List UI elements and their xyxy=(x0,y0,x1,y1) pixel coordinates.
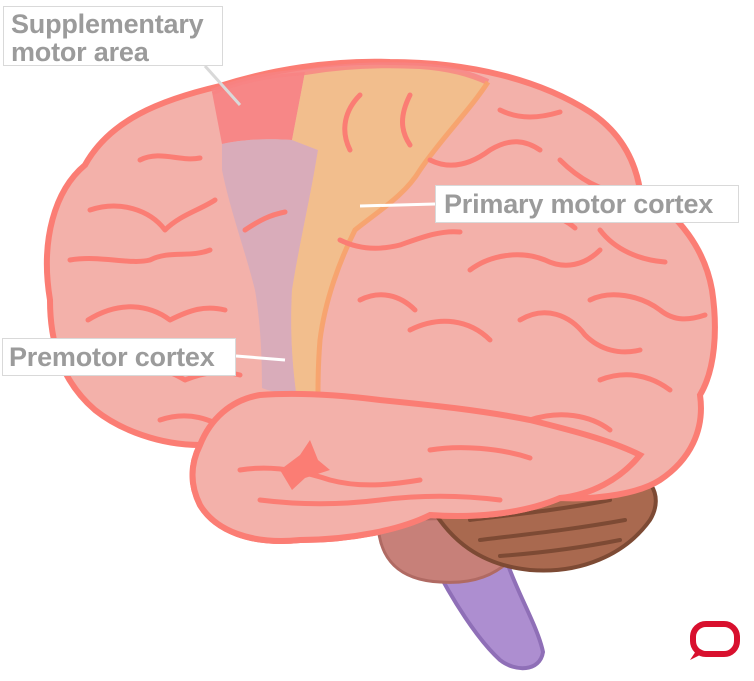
temporal-notch xyxy=(280,440,330,490)
supplementary-motor-area-label-line1: Supplementary xyxy=(11,9,204,39)
leader-line-pre xyxy=(235,354,286,362)
spinal-cord xyxy=(428,557,546,671)
cortex-sulci xyxy=(67,92,708,433)
supplementary-motor-area-label: Supplementary motor area xyxy=(3,6,223,66)
premotor-cortex-region xyxy=(222,139,318,393)
leader-line-pmc xyxy=(359,202,436,208)
supplementary-motor-area-label-line2: motor area xyxy=(11,37,149,67)
supplementary-motor-area-region xyxy=(212,72,305,144)
premotor-cortex-label: Premotor cortex xyxy=(2,338,236,376)
speech-bubble-logo-icon xyxy=(690,621,740,660)
primary-motor-cortex-label: Primary motor cortex xyxy=(435,185,739,223)
leader-line-sma xyxy=(203,64,242,107)
primary-motor-cortex-region xyxy=(291,65,488,394)
